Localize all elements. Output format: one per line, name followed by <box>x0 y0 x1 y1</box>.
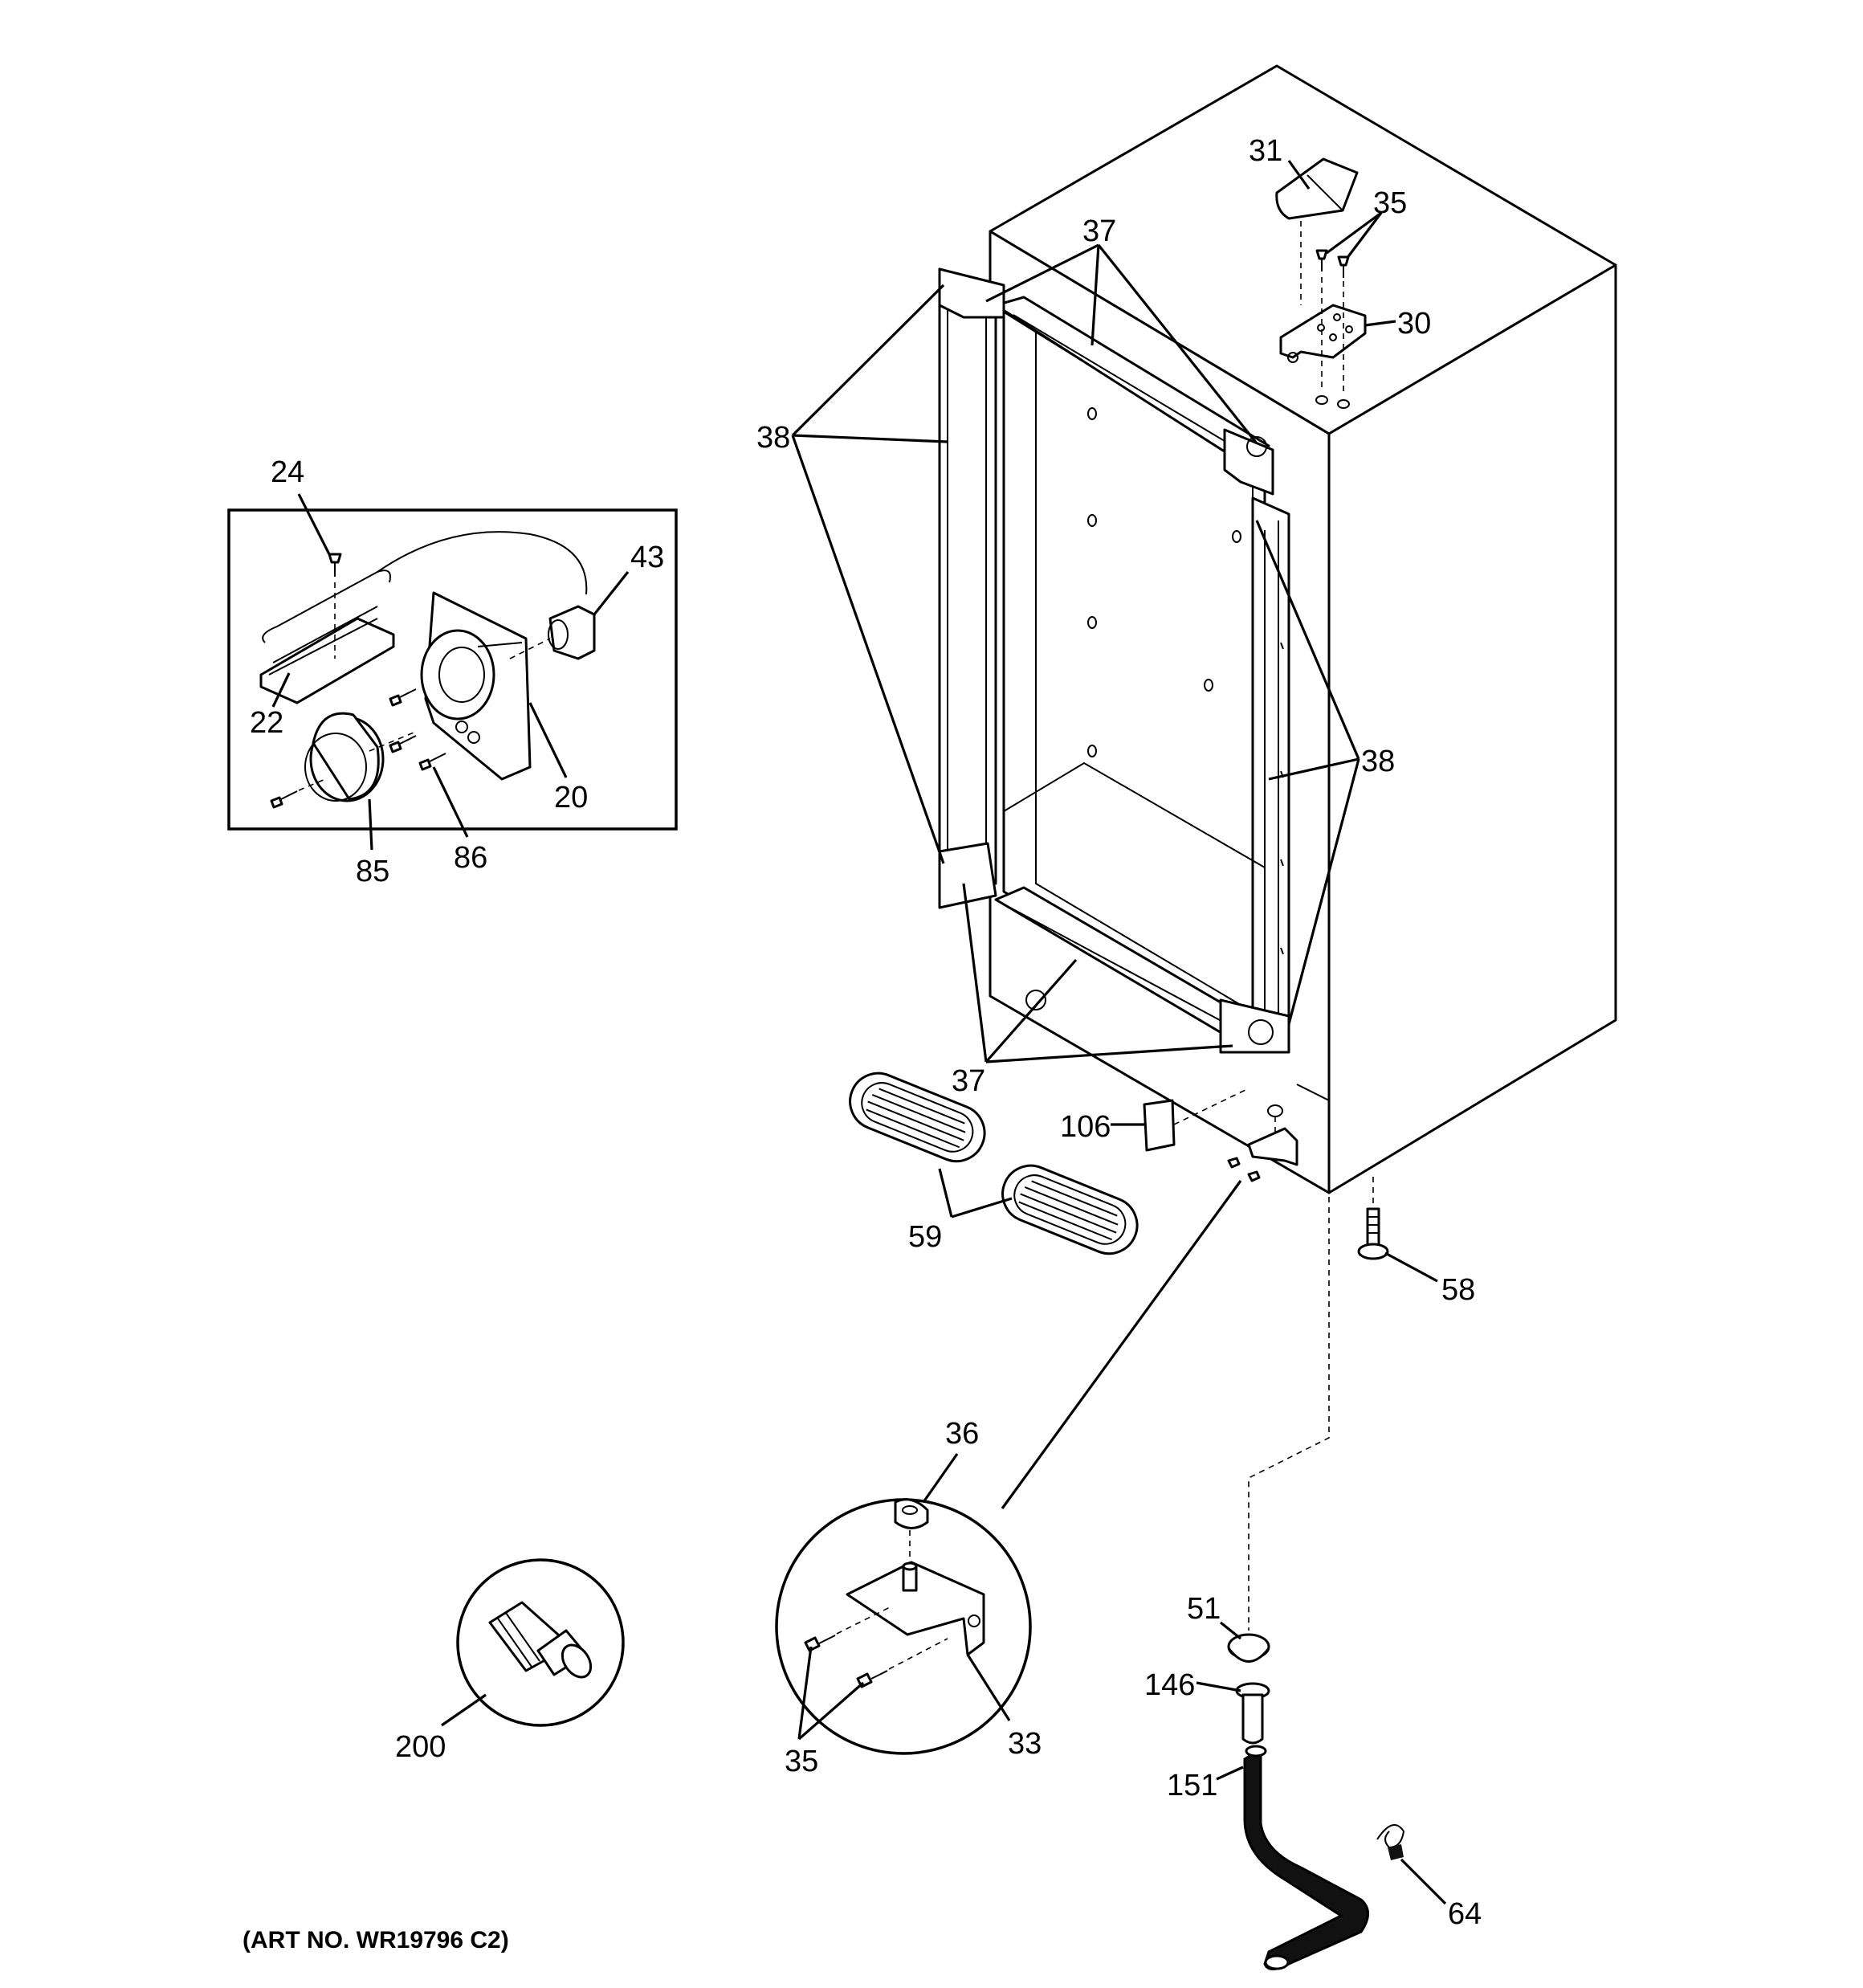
label-37-top: 37 <box>1082 214 1116 248</box>
door-liner <box>938 267 1290 1054</box>
label-22: 22 <box>250 706 283 740</box>
label-36: 36 <box>945 1417 979 1451</box>
label-20: 20 <box>554 781 588 814</box>
hinge-detail-circle <box>775 1498 1032 1755</box>
label-35-bottom: 35 <box>785 1745 818 1778</box>
label-38-right: 38 <box>1361 745 1395 778</box>
grille-assembly <box>849 1072 1139 1255</box>
drain-assembly <box>1227 1633 1405 1970</box>
art-number-caption: (ART NO. WR19796 C2) <box>243 1927 509 1953</box>
label-86: 86 <box>454 841 487 875</box>
part-106-panel <box>1143 1088 1249 1152</box>
callout-labels: 24 43 22 20 85 86 31 35 37 30 38 38 37 1… <box>243 134 1482 1953</box>
label-30: 30 <box>1397 307 1431 341</box>
label-58: 58 <box>1441 1273 1475 1307</box>
leveling-leg <box>1357 1177 1389 1260</box>
label-151: 151 <box>1167 1769 1217 1802</box>
label-146: 146 <box>1144 1668 1195 1702</box>
label-38-left: 38 <box>756 421 790 455</box>
label-85: 85 <box>356 855 389 888</box>
label-24: 24 <box>271 455 304 489</box>
label-200: 200 <box>395 1730 446 1764</box>
label-37-bottom: 37 <box>952 1064 985 1098</box>
label-43: 43 <box>630 541 664 574</box>
label-35-top: 35 <box>1373 186 1407 220</box>
label-59: 59 <box>908 1220 942 1254</box>
drain-guide-line <box>1248 1197 1330 1631</box>
label-64: 64 <box>1448 1897 1482 1931</box>
label-106: 106 <box>1060 1110 1111 1144</box>
control-inset-box <box>227 508 678 831</box>
label-51: 51 <box>1187 1592 1221 1626</box>
top-hinge-assembly <box>1275 157 1367 409</box>
fitting-detail-circle <box>456 1558 625 1727</box>
leader-lines <box>271 160 1447 1905</box>
label-33: 33 <box>1008 1727 1042 1761</box>
label-31: 31 <box>1249 134 1282 168</box>
bottom-hinge-small <box>1227 1104 1298 1182</box>
